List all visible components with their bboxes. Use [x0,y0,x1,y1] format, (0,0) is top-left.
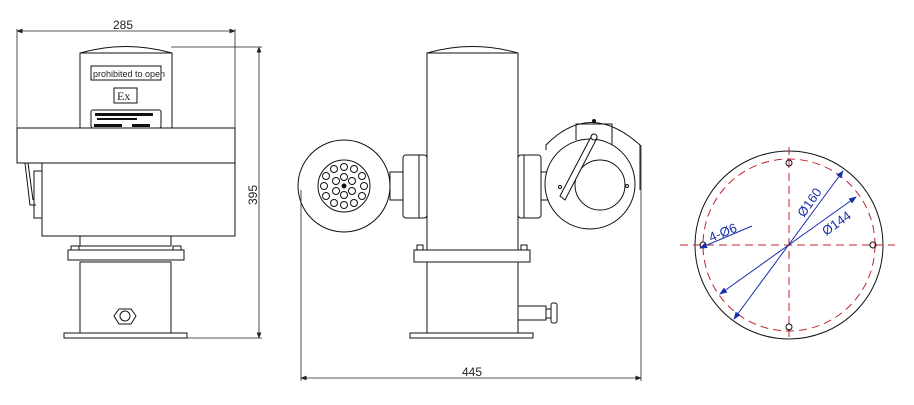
lower-column [426,261,519,334]
valve-knob-icon [550,302,558,324]
column-flange [413,249,531,263]
height-dimension-label: 395 [246,185,260,205]
side-window [33,170,43,219]
cable-gland-icon [113,308,137,325]
led-array-icon [320,163,368,209]
base-plate [63,332,188,339]
warning-label-box [90,65,162,81]
camera-hood [545,122,641,190]
top-cap [79,46,173,54]
width-dimension-label: 285 [113,18,133,32]
bolt-circle-diameter-line [719,196,857,295]
ex-mark-box [113,87,138,104]
side-view: 285 prohibited to open Ex 395 [16,18,262,339]
ex-mark: Ex [117,89,130,103]
base-column [79,261,172,334]
left-arm-collar [402,154,428,219]
front-view: 445 [297,46,642,381]
camera-lens [574,159,626,211]
warning-label: prohibited to open [93,69,165,79]
lower-housing [41,162,236,237]
mount-flange [67,249,185,261]
bolt-circle-label: Ø144 [819,208,854,239]
main-column [426,52,519,251]
right-arm-collar [517,154,542,219]
housing-band [16,127,236,164]
front-width-dimension-label: 445 [462,365,482,379]
holes-label: 4-Ø6 [707,220,739,245]
hole-leader-line [699,225,753,249]
front-base-plate [409,332,534,339]
base-view: Ø160 Ø144 4-Ø6 [680,147,895,340]
